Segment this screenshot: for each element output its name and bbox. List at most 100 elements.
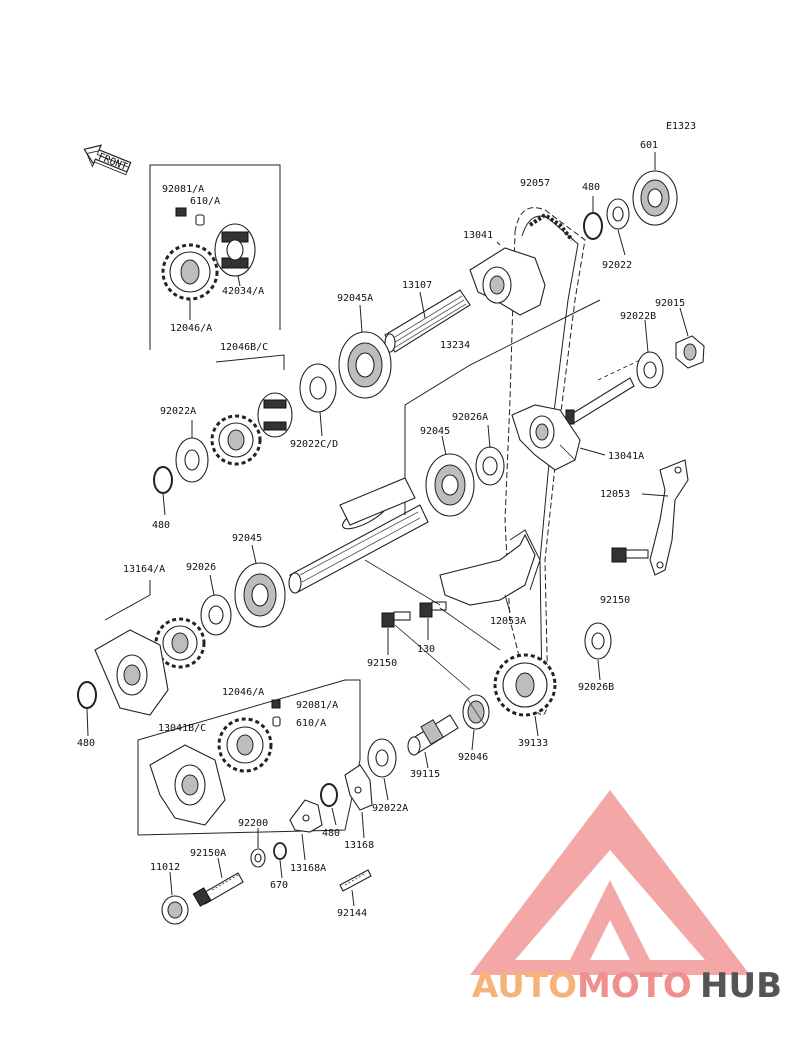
hub-42034a xyxy=(214,223,256,277)
washer-92026a xyxy=(475,446,505,486)
label-92045-mid: 92045 xyxy=(420,426,450,437)
sprocket-12046a-top xyxy=(161,243,219,301)
label-42034a: 42034/A xyxy=(222,286,264,297)
washer-92022b xyxy=(636,351,664,389)
label-92057: 92057 xyxy=(520,178,550,189)
bearing-92045-mid xyxy=(425,453,475,517)
label-670: 670 xyxy=(270,880,288,891)
washer-92026b xyxy=(584,622,612,660)
label-13041a: 13041A xyxy=(608,451,644,462)
label-13168a: 13168A xyxy=(290,863,326,874)
label-601: 601 xyxy=(640,140,658,151)
needle-bearing-92046 xyxy=(462,694,490,730)
label-130: 130 xyxy=(417,644,435,655)
bearing-601 xyxy=(632,170,678,226)
part-13041 xyxy=(469,247,546,316)
bearing-92045a xyxy=(338,331,392,399)
nut-92015 xyxy=(675,335,705,369)
label-92022b: 92022B xyxy=(620,311,656,322)
label-92045a: 92045A xyxy=(337,293,373,304)
label-92081a-low: 92081/A xyxy=(296,700,338,711)
label-610a-top: 610/A xyxy=(190,196,220,207)
sprocket-39133 xyxy=(493,653,557,717)
label-480-bottom: 480 xyxy=(322,828,340,839)
label-92026b: 92026B xyxy=(578,682,614,693)
bolt-92081a-top xyxy=(175,207,187,217)
shaft-13234 xyxy=(288,477,429,594)
shaft-pin-right xyxy=(565,377,635,425)
washer-92022a-mid xyxy=(175,437,209,483)
label-480-left: 480 xyxy=(152,520,170,531)
bolt-92150-mid xyxy=(381,611,411,628)
bracket-12053a xyxy=(439,529,541,606)
label-480-top: 480 xyxy=(582,182,600,193)
sprocket-13164a xyxy=(154,617,206,669)
plate-13168a xyxy=(289,799,323,833)
group-frame-13164 xyxy=(104,580,151,621)
shaft-39115 xyxy=(407,714,459,756)
pin-610a-low xyxy=(272,716,281,727)
label-13234: 13234 xyxy=(440,340,470,351)
label-12053: 12053 xyxy=(600,489,630,500)
label-92081a-top: 92081/A xyxy=(162,184,204,195)
label-92045-low: 92045 xyxy=(232,533,262,544)
sprocket-12046a-low xyxy=(217,717,273,773)
label-92150-right: 92150 xyxy=(600,595,630,606)
watermark-hub: HUB xyxy=(700,966,782,1006)
group-frame-top xyxy=(149,164,281,350)
pin-92144 xyxy=(339,869,372,892)
front-arrow-icon: FRONT xyxy=(83,144,132,176)
bolt-130 xyxy=(419,601,447,618)
oring-670 xyxy=(273,842,287,860)
alignment-lines xyxy=(364,359,641,691)
label-12046a-top: 12046/A xyxy=(170,323,212,334)
label-12053a: 12053A xyxy=(490,616,526,627)
label-13041: 13041 xyxy=(463,230,493,241)
label-480-low: 480 xyxy=(77,738,95,749)
circlip-480-low xyxy=(77,681,97,709)
label-92022a-low: 92022A xyxy=(372,803,408,814)
label-92144: 92144 xyxy=(337,908,367,919)
cam-plate-13164a xyxy=(94,629,169,716)
label-12046a-low: 12046/A xyxy=(222,687,264,698)
washer-92022cd xyxy=(299,363,337,413)
circlip-480-bottom xyxy=(320,783,338,807)
label-11012: 11012 xyxy=(150,862,180,873)
circlip-480-mid xyxy=(153,466,173,494)
label-92022-top: 92022 xyxy=(602,260,632,271)
bolt-92081a-low xyxy=(271,699,281,709)
label-39133: 39133 xyxy=(518,738,548,749)
label-12046bc: 12046B/C xyxy=(220,342,268,353)
group-frame-13234 xyxy=(404,299,601,505)
washer-92200 xyxy=(250,848,266,868)
watermark-text: AUTO MOTO HUB xyxy=(472,966,782,1006)
label-92015: 92015 xyxy=(655,298,685,309)
label-92046: 92046 xyxy=(458,752,488,763)
circlip-480-top xyxy=(583,212,603,240)
group-frame-12046bc xyxy=(215,354,285,370)
watermark-m-shape xyxy=(570,880,650,960)
label-92022cd: 92022C/D xyxy=(290,439,338,450)
label-92026a: 92026A xyxy=(452,412,488,423)
label-610a-low: 610/A xyxy=(296,718,326,729)
label-13164a: 13164/A xyxy=(123,564,165,575)
watermark-logo xyxy=(470,790,750,975)
cap-11012 xyxy=(161,895,189,925)
bracket-12053 xyxy=(649,459,689,576)
bearing-92045-low xyxy=(234,562,286,628)
sprocket-12046bc xyxy=(210,414,262,466)
bolt-92150a xyxy=(192,872,244,907)
label-92200: 92200 xyxy=(238,818,268,829)
label-92150-mid: 92150 xyxy=(367,658,397,669)
label-92022a-mid: 92022A xyxy=(160,406,196,417)
pin-610a-top xyxy=(195,214,205,226)
bolt-92150-right xyxy=(611,547,649,563)
group-frame-bottom xyxy=(137,679,361,836)
hub-12046bc xyxy=(257,392,293,438)
washer-92022-top xyxy=(606,198,630,230)
label-13041bc: 13041B/C xyxy=(158,723,206,734)
label-92150a: 92150A xyxy=(190,848,226,859)
label-39115: 39115 xyxy=(410,769,440,780)
